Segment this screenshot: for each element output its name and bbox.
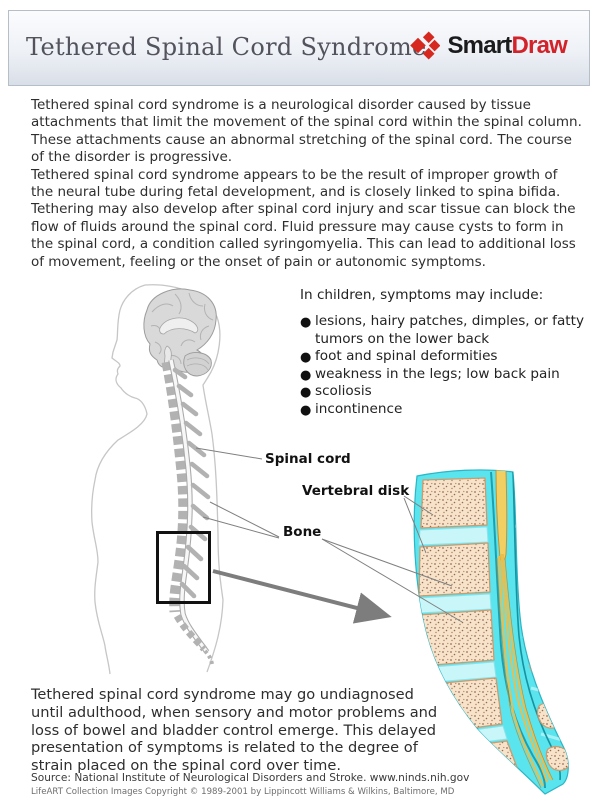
list-item: ●weakness in the legs; low back pain bbox=[300, 365, 560, 383]
bullet-icon: ● bbox=[300, 315, 312, 330]
copyright-line: LifeART Collection Images Copyright © 19… bbox=[31, 787, 455, 797]
body-profile-illustration bbox=[55, 282, 235, 682]
title-banner: Tethered Spinal Cord Syndrome SmartDraw bbox=[8, 10, 590, 86]
outro-text: Tethered spinal cord syndrome may go und… bbox=[31, 686, 438, 775]
smartdraw-diamonds-icon bbox=[410, 31, 441, 61]
bullet-icon: ● bbox=[300, 385, 312, 400]
list-item: ●scoliosis bbox=[300, 383, 372, 400]
symptoms-list: ●lesions, hairy patches, dimples, or fat… bbox=[300, 313, 592, 418]
smartdraw-logo: SmartDraw bbox=[410, 31, 568, 61]
intro-text: Tethered spinal cord syndrome is a neuro… bbox=[31, 97, 583, 271]
bullet-icon: ● bbox=[300, 367, 312, 383]
magnify-arrow bbox=[212, 569, 392, 624]
page-title: Tethered Spinal Cord Syndrome bbox=[26, 33, 427, 61]
vertebral-disk-label: Vertebral disk bbox=[302, 483, 410, 499]
spinal-cord-label: Spinal cord bbox=[265, 451, 351, 467]
intro-paragraph-1: Tethered spinal cord syndrome is a neuro… bbox=[31, 97, 582, 166]
intro-paragraph-2: Tethered spinal cord syndrome appears to… bbox=[31, 166, 576, 270]
list-item: ●lesions, hairy patches, dimples, or fat… bbox=[300, 313, 584, 347]
zoom-region-rectangle bbox=[156, 531, 211, 604]
bone-label: Bone bbox=[283, 524, 322, 540]
symptoms-heading: In children, symptoms may include: bbox=[300, 287, 544, 303]
smartdraw-wordmark: SmartDraw bbox=[447, 32, 567, 59]
symptoms-section: In children, symptoms may include: ●lesi… bbox=[300, 287, 592, 418]
bullet-icon: ● bbox=[300, 350, 312, 365]
list-item: ●incontinence bbox=[300, 400, 403, 418]
source-line: Source: National Institute of Neurologic… bbox=[31, 772, 470, 784]
bullet-icon: ● bbox=[300, 402, 312, 418]
list-item: ●foot and spinal deformities bbox=[300, 348, 498, 365]
